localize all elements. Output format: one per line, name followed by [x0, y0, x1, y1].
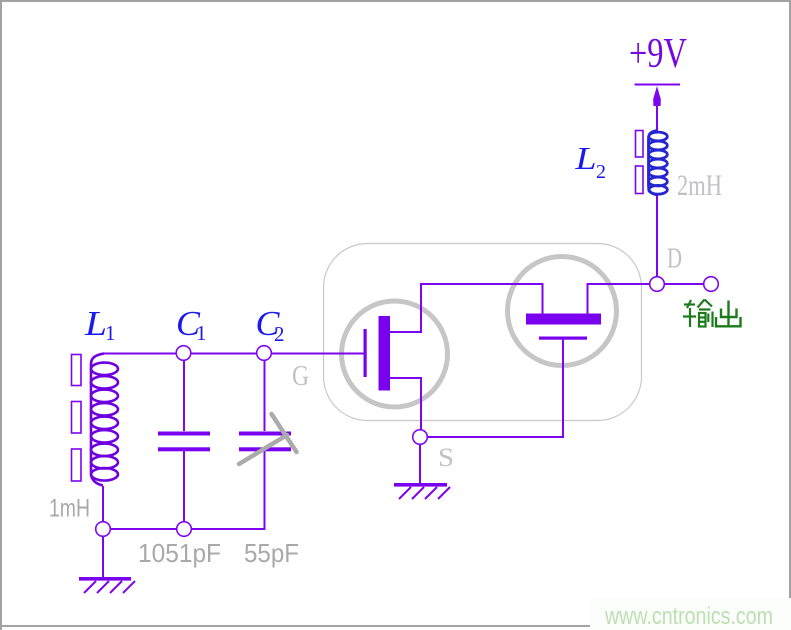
svg-text:1: 1 [105, 321, 116, 345]
svg-text:C: C [176, 304, 201, 343]
svg-text:D: D [667, 244, 682, 275]
svg-text:C: C [256, 304, 281, 343]
svg-text:www.cntronics.com: www.cntronics.com [604, 603, 773, 630]
svg-text:+9V: +9V [629, 31, 687, 77]
svg-text:1: 1 [196, 321, 207, 345]
svg-text:1mH: 1mH [49, 495, 90, 523]
svg-text:55pF: 55pF [244, 538, 299, 568]
svg-text:2: 2 [596, 161, 606, 183]
svg-text:G: G [292, 361, 309, 392]
svg-text:S: S [438, 443, 454, 472]
svg-text:2mH: 2mH [677, 169, 722, 202]
svg-text:L: L [84, 304, 107, 343]
svg-text:1051pF: 1051pF [138, 538, 221, 568]
svg-text:2: 2 [274, 322, 285, 346]
svg-text:L: L [574, 140, 596, 176]
